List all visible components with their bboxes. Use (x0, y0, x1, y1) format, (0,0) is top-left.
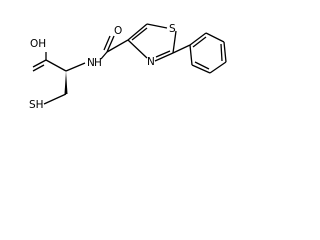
bond-phenyl-5-inner (194, 61, 210, 70)
amide-nitrogen-label: N (87, 57, 95, 69)
bond-carboxyl-double-1 (32, 59, 47, 68)
bond-thiazole-c5-s (146, 23, 168, 29)
carbonyl-oxygen-label: O (114, 25, 122, 37)
bond-phenyl-2 (205, 32, 225, 43)
bond-nh-carbonyl (100, 51, 108, 60)
bond-thiazole-c4-c5 (127, 23, 148, 41)
bond-thiazole-c2-n (154, 52, 174, 62)
amide-hydrogen-label: H (94, 57, 102, 69)
bond-alpha-ch2-wedge (64, 71, 68, 94)
bond-phenyl-5 (191, 64, 211, 74)
thiol-label: SH (29, 99, 44, 111)
bond-thiazole-s-c2 (172, 30, 177, 54)
bond-alpha-nh (65, 62, 86, 72)
bonds (32, 23, 227, 105)
bond-thiazole-n-c4 (127, 39, 148, 59)
bond-carboxyl-double-2 (32, 64, 45, 72)
atom-labels: OH O N H S N SH (29, 23, 176, 111)
thiazole-nitrogen-label: N (147, 56, 155, 68)
bond-phenyl-4 (209, 61, 227, 74)
bond-ch2-sh (43, 93, 67, 105)
bond-phenyl-1-inner (192, 36, 207, 48)
bond-carbonyl-double-2 (103, 35, 111, 51)
bond-phenyl-1 (189, 32, 207, 46)
bond-thiazole-phenyl (172, 44, 191, 54)
hydroxyl-label: OH (30, 38, 46, 50)
bond-carbonyl-double-1 (106, 35, 115, 53)
thiazole-sulfur-label: S (169, 23, 176, 35)
bond-carboxyl-alpha (45, 59, 67, 72)
bond-phenyl-3 (223, 41, 227, 63)
bond-phenyl-6 (189, 44, 193, 66)
bond-thiazole-c2-n-inner (155, 50, 171, 58)
bond-phenyl-3-inner (220, 43, 223, 62)
bond-carbonyl-thiazole (106, 39, 129, 53)
bond-thiazole-c4-c5-inner (131, 27, 148, 41)
molecule-structure: OH O N H S N SH (29, 23, 227, 111)
